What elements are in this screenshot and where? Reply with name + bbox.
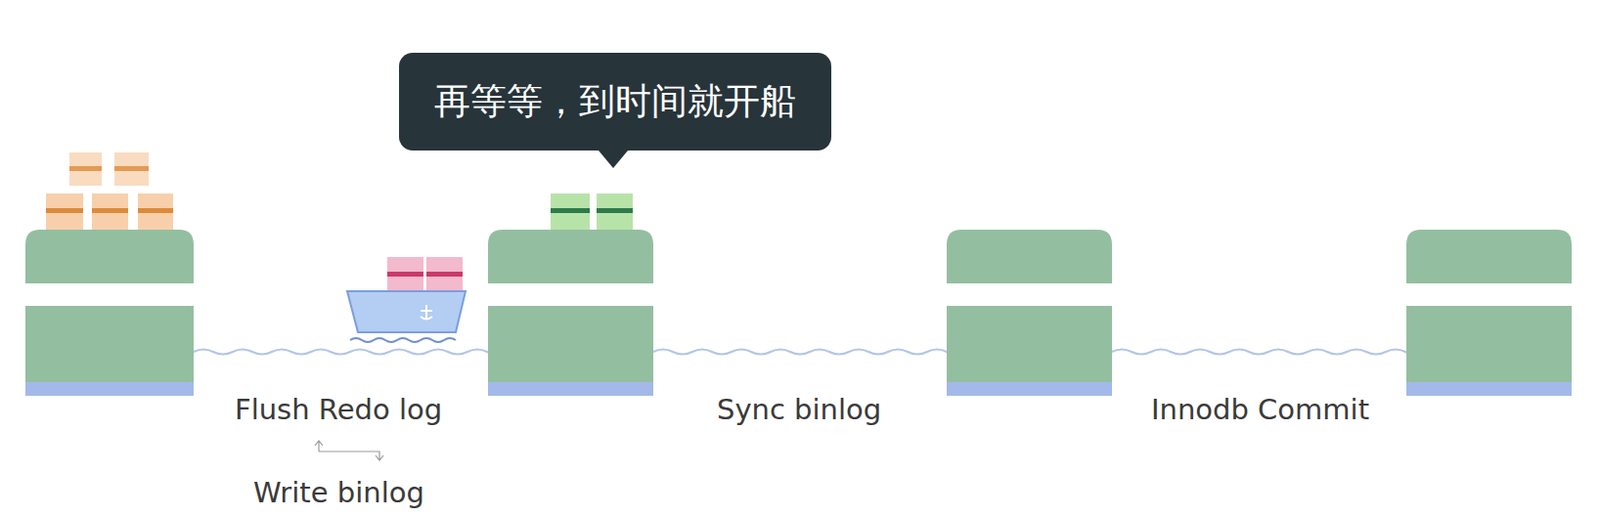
stage-label: Write binlog <box>253 476 425 510</box>
dock <box>1406 229 1572 397</box>
callout-text: 再等等，到时间就开船 <box>434 77 797 127</box>
callout-bubble: 再等等，到时间就开船 <box>399 52 832 151</box>
ship <box>347 257 466 343</box>
cargo-boxes <box>45 152 174 230</box>
water-line <box>1111 350 1411 356</box>
callout-pointer <box>598 150 628 169</box>
dock <box>488 229 654 397</box>
dock <box>25 229 194 397</box>
swap-arrows <box>314 441 384 461</box>
water-line <box>653 350 957 356</box>
water-line <box>193 350 508 356</box>
cargo-boxes <box>550 193 633 230</box>
dock <box>946 229 1112 397</box>
stage-label: Flush Redo log <box>234 393 443 427</box>
stage-label: Innodb Commit <box>1151 393 1370 427</box>
stage-label: Sync binlog <box>716 393 882 427</box>
